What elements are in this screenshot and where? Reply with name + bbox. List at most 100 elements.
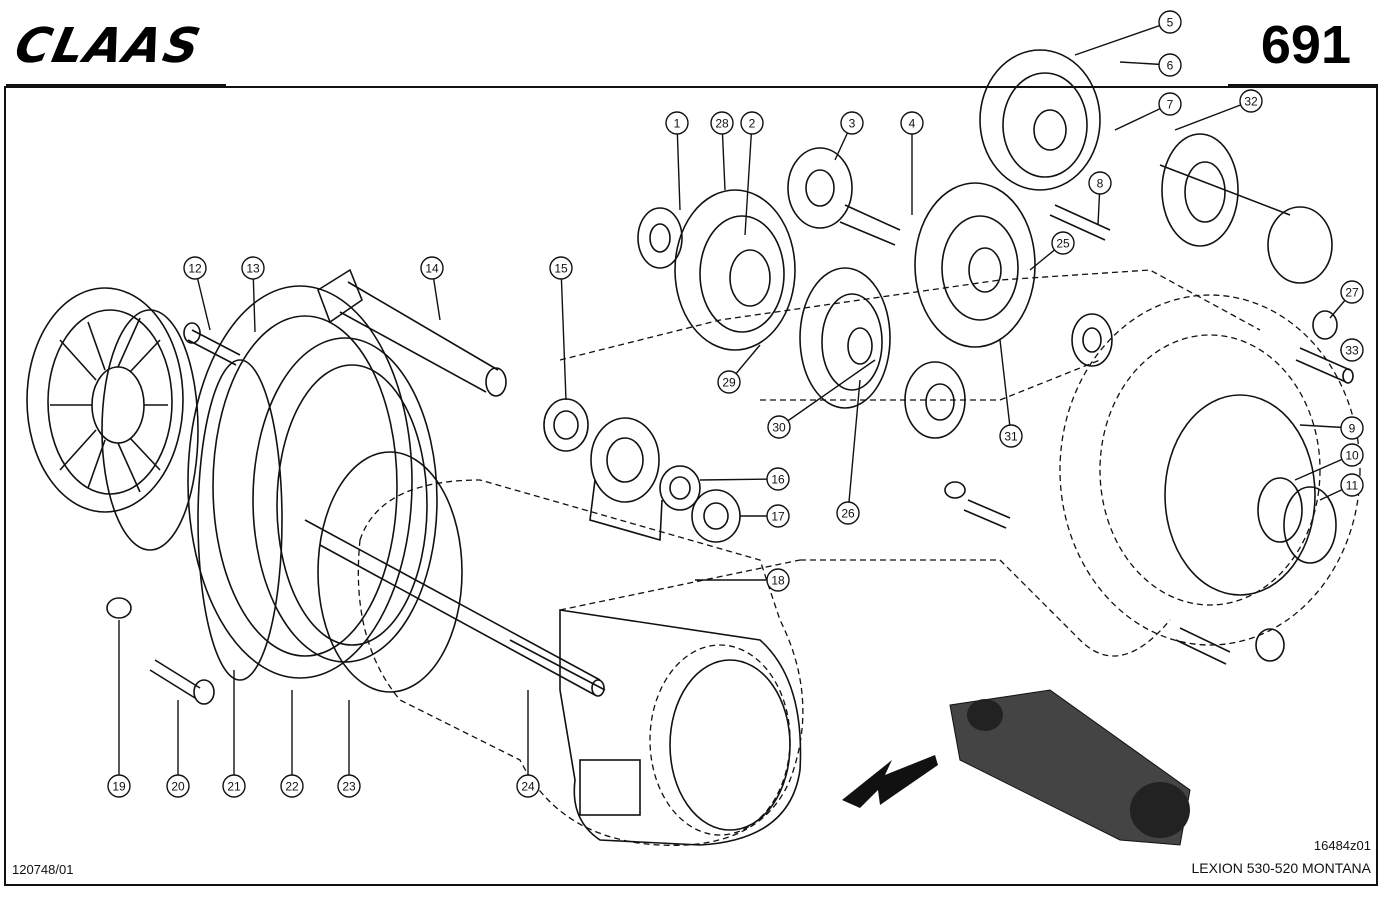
callout-19: 19 xyxy=(107,620,131,798)
callout-20: 20 xyxy=(166,700,190,798)
callout-circle xyxy=(1158,92,1182,116)
callout-circle xyxy=(766,467,790,491)
callout-21: 21 xyxy=(222,670,246,798)
callout-17: 17 xyxy=(740,504,790,528)
drawing-code: 16484z01 xyxy=(1313,838,1371,853)
callout-number: 31 xyxy=(1004,430,1018,444)
callout-leader xyxy=(676,122,681,211)
pin xyxy=(1175,627,1231,665)
washer xyxy=(543,398,589,452)
callout-circle xyxy=(766,568,790,592)
callout-number: 28 xyxy=(715,117,729,131)
bearing xyxy=(904,361,966,439)
logo-underline xyxy=(6,84,226,86)
callout-number: 21 xyxy=(227,780,241,794)
callout-circle xyxy=(549,256,573,280)
callout-circle xyxy=(1340,338,1364,362)
callout-number: 3 xyxy=(849,117,856,131)
nut xyxy=(691,489,741,543)
callout-26: 26 xyxy=(836,379,861,525)
callout-circle xyxy=(107,774,131,798)
callout-circle xyxy=(665,111,689,135)
callout-22: 22 xyxy=(280,690,304,798)
callout-number: 20 xyxy=(171,780,185,794)
callout-circle xyxy=(900,111,924,135)
callout-30: 30 xyxy=(767,359,876,439)
callout-circle xyxy=(1340,443,1364,467)
callout-number: 2 xyxy=(749,117,756,131)
callout-leader xyxy=(999,339,1012,437)
page-number-underline xyxy=(1228,84,1378,86)
callout-circle xyxy=(166,774,190,798)
callout-number: 9 xyxy=(1349,422,1356,436)
callout-1: 1 xyxy=(665,111,689,211)
callout-circle xyxy=(280,774,304,798)
callout-leader xyxy=(699,478,779,481)
page-number: 691 xyxy=(1260,15,1351,75)
callout-circle xyxy=(999,424,1023,448)
callout-circle xyxy=(222,774,246,798)
callout-14: 14 xyxy=(420,256,444,321)
bearing-cage xyxy=(637,207,683,269)
callout-number: 30 xyxy=(772,421,786,435)
bolt xyxy=(183,322,241,366)
planetary-housing xyxy=(187,285,438,681)
callout-circle xyxy=(183,256,207,280)
callout-number: 11 xyxy=(1346,479,1359,493)
callout-circle xyxy=(1051,231,1075,255)
bolt xyxy=(149,659,215,705)
callout-number: 32 xyxy=(1244,95,1258,109)
callout-11: 11 xyxy=(1319,473,1364,501)
bearing-cover xyxy=(979,49,1101,191)
callout-number: 29 xyxy=(722,376,736,390)
callout-number: 26 xyxy=(841,507,855,521)
callout-circle xyxy=(420,256,444,280)
callout-27: 27 xyxy=(1329,280,1364,319)
callout-29: 29 xyxy=(717,344,761,394)
callout-32: 32 xyxy=(1174,89,1263,131)
callout-circle xyxy=(1088,171,1112,195)
direction-arrow xyxy=(842,755,938,808)
pinion-shaft xyxy=(1159,133,1333,284)
o-ring xyxy=(317,451,463,693)
washer xyxy=(944,481,966,499)
callout-circle xyxy=(1340,473,1364,497)
callout-number: 15 xyxy=(554,262,568,276)
long-pin xyxy=(317,268,507,397)
callout-circle xyxy=(1158,53,1182,77)
callout-6: 6 xyxy=(1119,53,1182,77)
callout-number: 13 xyxy=(246,262,260,276)
cover-plate xyxy=(1164,394,1316,596)
callout-7: 7 xyxy=(1114,92,1182,131)
plug xyxy=(1255,628,1285,662)
callout-8: 8 xyxy=(1088,171,1112,226)
axle-shaft xyxy=(304,519,606,697)
axle-housing-phantom xyxy=(357,269,1361,846)
callout-23: 23 xyxy=(337,700,361,798)
spur-gear xyxy=(799,267,891,409)
callout-number: 12 xyxy=(188,262,202,276)
callout-4: 4 xyxy=(900,111,924,215)
ring-carrier xyxy=(674,189,796,351)
eye-bracket xyxy=(589,417,663,542)
callout-number: 5 xyxy=(1167,16,1174,30)
callout-circle xyxy=(766,504,790,528)
callout-circle xyxy=(241,256,265,280)
catalog-code: 120748/01 xyxy=(12,862,74,877)
callout-9: 9 xyxy=(1299,416,1364,440)
dowel-pin xyxy=(1295,347,1354,384)
bolt xyxy=(963,499,1011,529)
drawing-frame xyxy=(4,86,1378,886)
callout-number: 10 xyxy=(1345,449,1359,463)
callout-leader xyxy=(778,359,876,428)
callout-circle xyxy=(1158,10,1182,34)
callout-25: 25 xyxy=(1029,231,1075,271)
callout-number: 16 xyxy=(771,473,785,487)
callout-number: 1 xyxy=(674,117,681,131)
callout-leader xyxy=(1074,21,1171,56)
callout-number: 19 xyxy=(112,780,126,794)
callout-12: 12 xyxy=(183,256,211,331)
callout-circle xyxy=(710,111,734,135)
